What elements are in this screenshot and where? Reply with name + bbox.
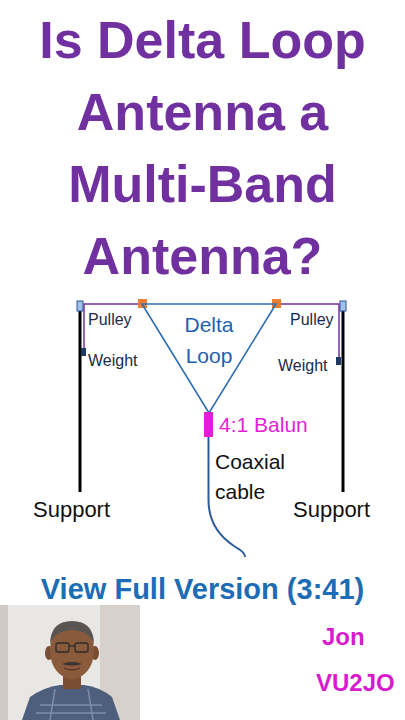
weight	[336, 357, 341, 365]
photo-glasses	[75, 643, 88, 652]
pulley-label: Pulley	[290, 310, 334, 329]
weight-label: Weight	[278, 356, 328, 375]
balun-box: 4:1 Balun	[204, 412, 310, 437]
balun-symbol	[204, 412, 213, 437]
author-name: Jon	[322, 622, 365, 651]
photo-wall	[0, 605, 8, 720]
title: Is Delta Loop Antenna a Multi-Band Anten…	[2, 4, 403, 292]
photo-mouth	[64, 668, 80, 670]
support-label: Support	[33, 497, 110, 523]
photo-glasses	[56, 643, 69, 652]
support-pole	[342, 306, 345, 492]
pole-top	[77, 301, 83, 311]
balun-label: 4:1 Balun	[219, 412, 308, 437]
presenter-photo	[0, 605, 140, 720]
pulley-label: Pulley	[88, 310, 132, 329]
rope	[276, 304, 339, 358]
support-label: Support	[293, 497, 370, 523]
callsign: VU2JO	[316, 668, 395, 697]
video-link-text: View Full Version (3:41)	[0, 572, 405, 607]
delta-loop-wire	[142, 304, 276, 413]
photo-mustache	[62, 662, 82, 666]
weight	[81, 348, 86, 356]
pole-top	[340, 301, 346, 311]
photo-hair	[50, 621, 94, 645]
photo-shirt-checks	[36, 689, 106, 720]
photo-glasses	[69, 645, 75, 646]
cable-label: Coaxial cable	[215, 447, 300, 507]
support-pole	[79, 306, 82, 492]
photo-shirt	[22, 685, 120, 720]
delta-loop-triangle: Delta Loop	[142, 303, 276, 413]
weight-label: Weight	[88, 351, 138, 370]
photo-background	[0, 605, 140, 720]
rope	[84, 304, 142, 349]
loop-label: Delta Loop	[173, 309, 245, 371]
